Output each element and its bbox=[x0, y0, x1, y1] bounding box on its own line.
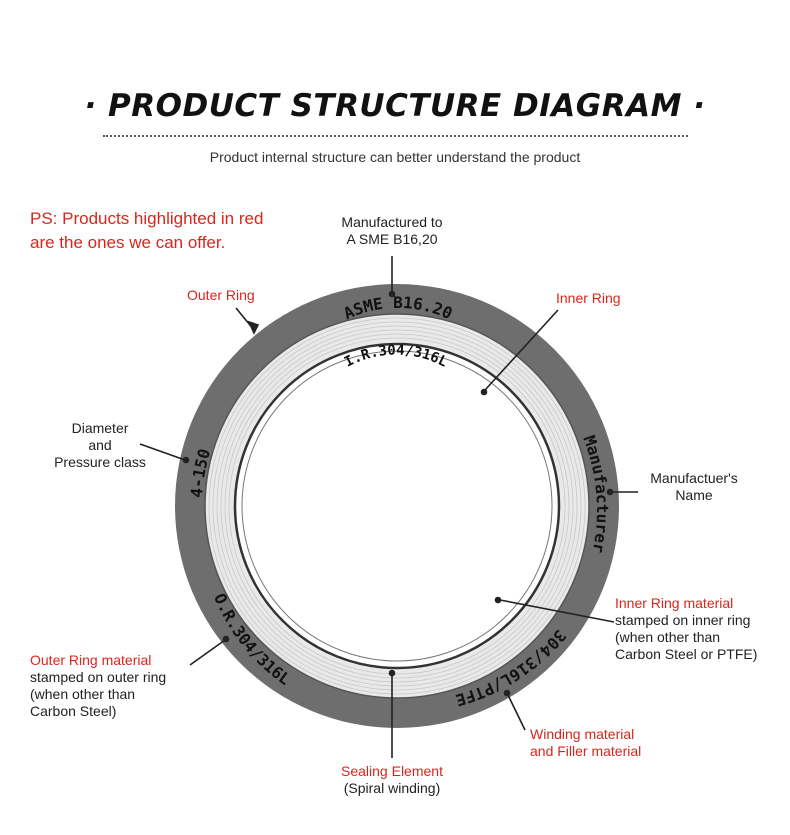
label-manufacturer-line-2: Name bbox=[675, 487, 713, 503]
spiral-winding-lines bbox=[208, 317, 586, 695]
label-diameter-line-3: Pressure class bbox=[54, 454, 146, 470]
label-inner-ring-material: Inner Ring material stamped on inner rin… bbox=[615, 595, 757, 663]
label-outer-ring-material-line-3: Carbon Steel) bbox=[30, 703, 117, 719]
leader-inner-ring bbox=[484, 309, 559, 391]
label-sealing-element-sub: (Spiral winding) bbox=[343, 780, 441, 796]
label-outer-ring-material-line-1: stamped on outer ring bbox=[30, 669, 167, 685]
leader-inner-ring-material bbox=[499, 599, 615, 623]
label-inner-ring: Inner Ring bbox=[556, 290, 621, 306]
leader-outer-ring-material bbox=[189, 639, 226, 666]
label-inner-ring-material-line-2: (when other than bbox=[615, 629, 721, 645]
label-winding-filler: Winding material and Filler material bbox=[530, 726, 641, 760]
label-outer-ring-material: Outer Ring material stamped on outer rin… bbox=[30, 652, 166, 720]
ps-note-line-1: PS: Products highlighted in red bbox=[30, 209, 264, 228]
label-inner-ring-material-line-1: stamped on inner ring bbox=[615, 612, 751, 628]
label-manufactured-to: Manufactured to A SME B16,20 bbox=[322, 214, 462, 248]
page-subtitle: Product internal structure can better un… bbox=[209, 149, 581, 165]
label-sealing-element: Sealing Element (Spiral winding) bbox=[322, 763, 462, 797]
label-outer-ring-material-line-2: (when other than bbox=[30, 686, 136, 702]
label-inner-ring-material-title: Inner Ring material bbox=[615, 595, 734, 611]
label-sealing-element-title: Sealing Element bbox=[341, 763, 443, 779]
label-outer-ring: Outer Ring bbox=[187, 287, 255, 303]
ps-note-line-2: are the ones we can offer. bbox=[30, 233, 226, 252]
title-divider bbox=[103, 135, 688, 137]
label-manufacturer-line-1: Manufactuer's bbox=[650, 470, 738, 486]
page-title: · PRODUCT STRUCTURE DIAGRAM · bbox=[84, 88, 706, 124]
label-inner-ring-material-line-3: Carbon Steel or PTFE) bbox=[615, 646, 758, 662]
leader-diameter bbox=[139, 443, 186, 461]
leader-winding bbox=[507, 694, 526, 731]
label-manufactured-to-line-2: A SME B16,20 bbox=[346, 231, 438, 247]
ps-note: PS: Products highlighted in red are the … bbox=[30, 207, 263, 255]
label-manufacturer-name: Manufactuer's Name bbox=[634, 470, 754, 504]
label-diameter-pressure: Diameter and Pressure class bbox=[40, 420, 160, 471]
label-diameter-line-2: and bbox=[88, 437, 112, 453]
label-winding-line-2: and Filler material bbox=[530, 743, 642, 759]
label-manufactured-to-line-1: Manufactured to bbox=[341, 214, 443, 230]
label-diameter-line-1: Diameter bbox=[71, 420, 129, 436]
inner-ring-edge bbox=[241, 350, 553, 662]
label-outer-ring-material-title: Outer Ring material bbox=[30, 652, 152, 668]
label-winding-line-1: Winding material bbox=[530, 726, 635, 742]
leader-lines bbox=[139, 256, 638, 758]
outer-ring-edge bbox=[204, 313, 590, 699]
